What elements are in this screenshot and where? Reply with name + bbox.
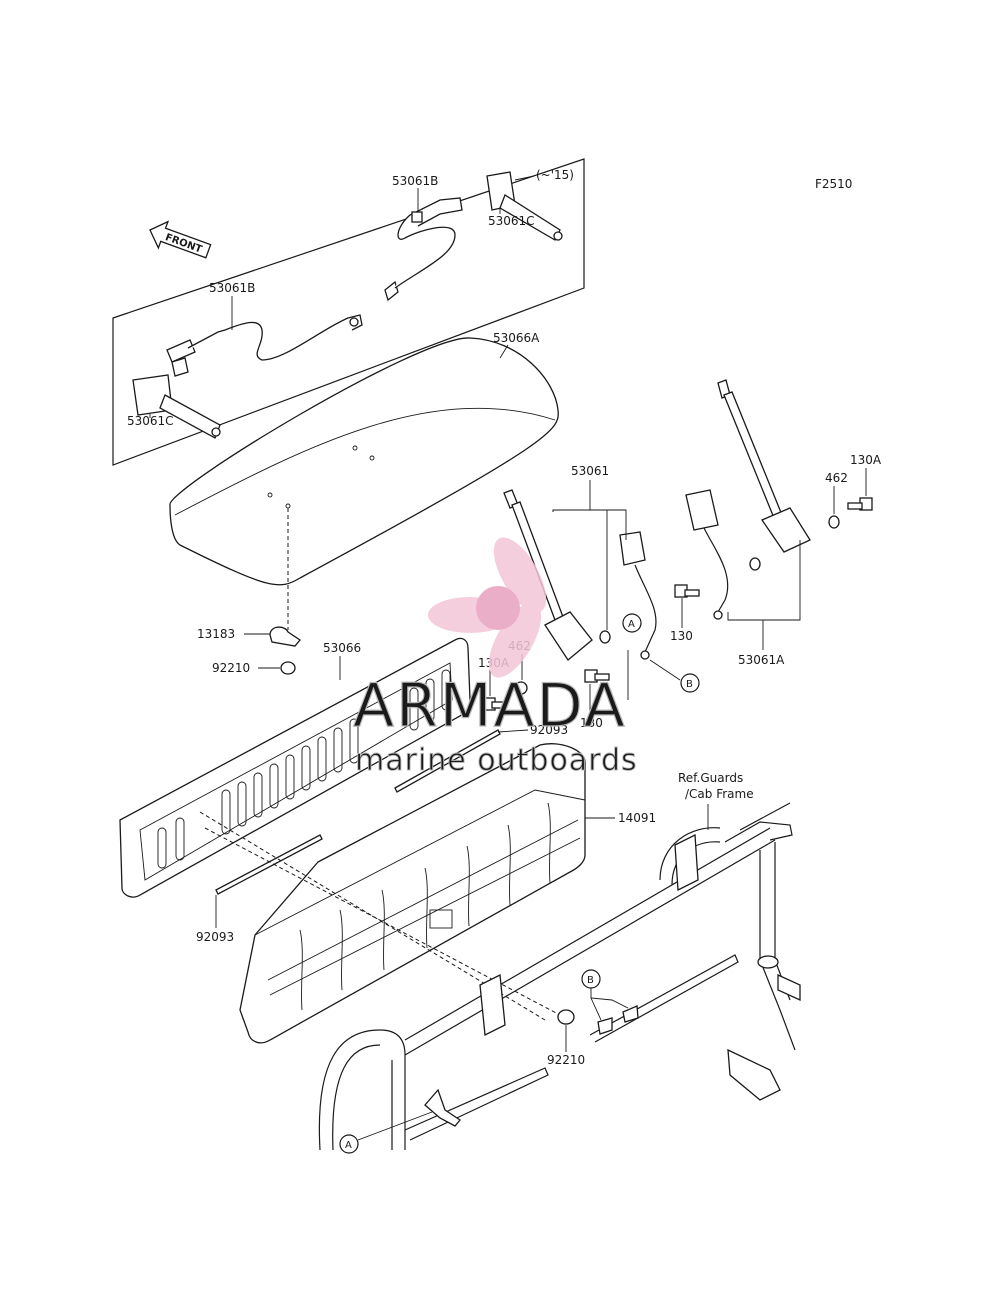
strip-92093-upper [394, 729, 501, 793]
nut-92210-upper [280, 661, 296, 675]
seat-back-53066 [119, 637, 471, 898]
buckle-53061c-lower [132, 374, 221, 439]
belt-53061b-lower [166, 314, 363, 377]
bolt-130a-mid [482, 697, 507, 711]
bracket-13183 [269, 626, 301, 647]
callout-92093-left: 92093 [196, 930, 234, 944]
connector-a-lower: A [339, 1134, 359, 1154]
watermark-brand: ARMADA [353, 671, 627, 741]
bolt-130-mid [584, 669, 610, 683]
callout-53066: 53066 [323, 641, 361, 655]
svg-text:B: B [587, 975, 594, 986]
seat-frame-14091 [239, 743, 586, 1044]
connector-b-lower: B [581, 969, 601, 989]
figure-code: F2510 [815, 177, 852, 191]
connector-b-upper: B [680, 673, 700, 693]
washer-462-mid [514, 681, 528, 695]
strip-92093-lower [215, 834, 323, 895]
bolt-130a-right [847, 497, 873, 511]
cab-frame-reference [318, 802, 801, 1151]
ref-note-line2: /Cab Frame [685, 787, 754, 801]
callout-130-right: 130 [670, 629, 693, 643]
ref-note-line1: Ref.Guards [678, 771, 743, 785]
inset-note: (~'15) [536, 168, 574, 182]
svg-text:B: B [686, 679, 693, 690]
callout-92093-top: 92093 [530, 723, 568, 737]
watermark-tagline: marine outboards [355, 743, 638, 778]
seat-cushion-53066a [169, 337, 559, 586]
callout-53061b-left: 53061B [209, 281, 255, 295]
callout-53061a: 53061A [738, 653, 785, 667]
watermark-logo-icon [428, 537, 547, 678]
svg-text:A: A [628, 619, 635, 630]
callout-130-mid: 130 [580, 716, 603, 730]
callout-92210-top: 92210 [212, 661, 250, 675]
buckle-53061c-upper [486, 171, 563, 241]
callout-13183: 13183 [197, 627, 235, 641]
seat-belt-53061 [503, 489, 657, 661]
nut-92210-lower [557, 1009, 575, 1025]
callout-130a-right: 130A [850, 453, 882, 467]
callout-53066a: 53066A [493, 331, 540, 345]
connector-a-upper: A [622, 613, 642, 633]
callout-53061c-top: 53061C [488, 214, 535, 228]
callout-53061: 53061 [571, 464, 609, 478]
callout-462-right: 462 [825, 471, 848, 485]
svg-text:A: A [345, 1140, 352, 1151]
front-arrow-icon: FRONT [149, 220, 212, 259]
callout-53061c-left: 53061C [127, 414, 174, 428]
callout-53061b-top: 53061B [392, 174, 438, 188]
belt-53061b-upper [384, 197, 463, 302]
seat-belt-53061a [685, 379, 811, 620]
callout-92210-bottom: 92210 [547, 1053, 585, 1067]
washer-462-right [828, 515, 840, 529]
callout-14091: 14091 [618, 811, 656, 825]
bolt-130-right [674, 584, 700, 598]
seat-back-slots [157, 669, 451, 869]
